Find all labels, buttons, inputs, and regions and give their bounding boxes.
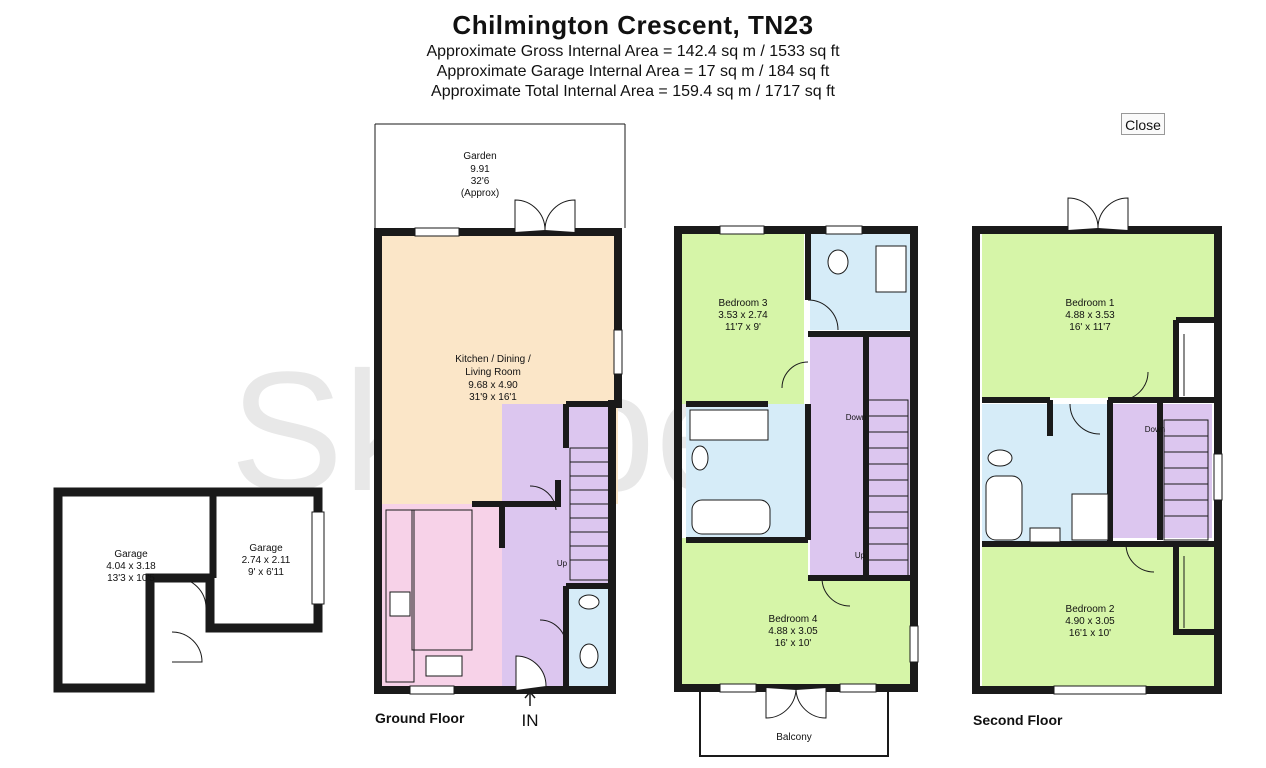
garden-boundary bbox=[374, 123, 626, 228]
bedroom-3-door-swing bbox=[807, 299, 839, 331]
bedroom-4-front-window-left bbox=[719, 683, 757, 693]
second-stairs bbox=[1163, 419, 1209, 541]
garage-1-dim-imperial: 13'3 x 10'5 bbox=[107, 573, 155, 584]
bathroom-toilet-icon bbox=[691, 445, 709, 471]
wc-door-swing bbox=[539, 619, 567, 647]
garage-floor bbox=[58, 492, 318, 688]
gross-area-text: Approximate Gross Internal Area = 142.4 … bbox=[426, 43, 840, 60]
bedroom-3-window bbox=[719, 225, 765, 235]
entrance-arrow-icon bbox=[524, 690, 536, 706]
bedroom-4-front-window-right bbox=[839, 683, 877, 693]
plan-title: Chilmington Crescent, TN23 bbox=[452, 10, 814, 40]
garage-2-dim: 2.74 x 2.11 bbox=[242, 555, 291, 566]
bedroom-4-side-window bbox=[909, 625, 919, 663]
second-bath-icon bbox=[985, 475, 1023, 541]
bedroom-1-dim: 4.88 x 3.53 bbox=[1065, 310, 1115, 321]
first-landing bbox=[810, 334, 912, 578]
second-stairs-down-label: Down bbox=[1145, 425, 1165, 434]
kitchen-label-2: Living Room bbox=[465, 367, 521, 378]
second-shower-icon bbox=[1071, 493, 1109, 541]
second-outer-walls bbox=[972, 226, 1222, 694]
sink-icon bbox=[425, 655, 463, 677]
garden-dim-imperial: 32'6 bbox=[471, 176, 490, 187]
bedroom-1-dim-imperial: 16' x 11'7 bbox=[1069, 322, 1111, 333]
garden-note: (Approx) bbox=[461, 188, 499, 199]
kitchen-label: Kitchen / Dining / bbox=[455, 354, 531, 365]
garage-1-dim: 4.04 x 3.18 bbox=[106, 561, 156, 572]
bedroom-4-door-swing bbox=[821, 577, 851, 607]
bedroom-2-dim-imperial: 16'1 x 10' bbox=[1069, 628, 1111, 639]
entrance-label: IN bbox=[522, 711, 539, 730]
wc-basin-icon bbox=[578, 594, 600, 610]
first-stairs bbox=[867, 399, 909, 577]
second-floor-caption: Second Floor bbox=[973, 712, 1063, 728]
first-stairs-down-label: Down bbox=[846, 413, 866, 422]
garage-side-door bbox=[171, 631, 203, 663]
patio-doors bbox=[514, 199, 576, 232]
ground-rear-window bbox=[414, 227, 460, 237]
bedroom-3-label: Bedroom 3 bbox=[719, 298, 768, 309]
ensuite-shower-icon bbox=[875, 245, 907, 293]
bedroom-3-dim-imperial: 11'7 x 9' bbox=[725, 322, 761, 333]
ground-interior-walls bbox=[472, 401, 612, 690]
second-toilet-icon bbox=[987, 449, 1013, 467]
bedroom-3-dim: 3.53 x 2.74 bbox=[718, 310, 768, 321]
bedroom-2-dim: 4.90 x 3.05 bbox=[1065, 616, 1115, 627]
landing-window bbox=[1213, 453, 1223, 501]
kitchen-island bbox=[411, 509, 473, 651]
bedroom-1-label: Bedroom 1 bbox=[1066, 298, 1115, 309]
first-interior-walls bbox=[686, 230, 912, 581]
ground-front-window bbox=[409, 685, 455, 695]
second-basin-icon bbox=[1029, 527, 1061, 543]
front-door bbox=[515, 655, 547, 690]
bath-icon bbox=[691, 499, 771, 535]
garage-2-label: Garage bbox=[249, 543, 283, 554]
kitchen-dim-imperial: 31'9 x 16'1 bbox=[469, 392, 517, 403]
garden-dim: 9.91 bbox=[470, 164, 490, 175]
kitchen-dim: 9.68 x 4.90 bbox=[468, 380, 518, 391]
bedroom-4 bbox=[682, 538, 912, 684]
garden-label: Garden bbox=[463, 151, 496, 162]
bedroom-1 bbox=[982, 234, 1214, 398]
close-button[interactable]: Close bbox=[1121, 113, 1165, 135]
bedroom-4-label: Bedroom 4 bbox=[769, 614, 818, 625]
balcony-label: Balcony bbox=[776, 732, 812, 743]
garage-2-dim-imperial: 9' x 6'11 bbox=[248, 567, 284, 578]
bedroom-2-door-swing bbox=[1125, 543, 1155, 573]
ground-stairs-up-label: Up bbox=[557, 559, 568, 568]
balcony-doors bbox=[765, 688, 827, 719]
bedroom-3 bbox=[682, 234, 804, 404]
second-interior-walls bbox=[982, 317, 1214, 635]
garage-1-label: Garage bbox=[114, 549, 148, 560]
garage-window bbox=[311, 511, 325, 605]
garage-door-swing bbox=[175, 577, 207, 609]
first-stairs-up-label: Up bbox=[855, 551, 866, 560]
garage-area-text: Approximate Garage Internal Area = 17 sq… bbox=[436, 63, 830, 80]
ensuite-toilet-icon bbox=[827, 249, 849, 275]
wc-toilet-icon bbox=[579, 643, 599, 669]
balcony-rail bbox=[699, 692, 889, 757]
first-floor-plan bbox=[674, 225, 919, 757]
second-floor-plan bbox=[972, 197, 1223, 695]
shower-tray-icon bbox=[689, 409, 769, 441]
bedroom-4-dim: 4.88 x 3.05 bbox=[768, 626, 818, 637]
living-door-swing bbox=[529, 485, 557, 511]
bathroom-door-swing bbox=[1069, 403, 1101, 435]
hob-icon bbox=[389, 591, 411, 617]
ground-stairs bbox=[569, 447, 611, 581]
juliet-balcony-doors bbox=[1067, 197, 1129, 230]
bedroom-2-label: Bedroom 2 bbox=[1066, 604, 1115, 615]
ground-floor-caption: Ground Floor bbox=[375, 710, 465, 726]
ensuite-window bbox=[825, 225, 863, 235]
bedroom-4-dim-imperial: 16' x 10' bbox=[775, 638, 812, 649]
ground-side-window bbox=[613, 329, 623, 375]
landing-door-swing bbox=[781, 361, 809, 389]
total-area-text: Approximate Total Internal Area = 159.4 … bbox=[431, 83, 835, 100]
garage-plan bbox=[53, 487, 325, 693]
bedroom-2-window bbox=[1053, 685, 1147, 695]
bedroom-1-door-swing bbox=[1119, 371, 1149, 401]
ground-floor-plan bbox=[374, 123, 626, 706]
bedroom-2 bbox=[982, 544, 1214, 686]
